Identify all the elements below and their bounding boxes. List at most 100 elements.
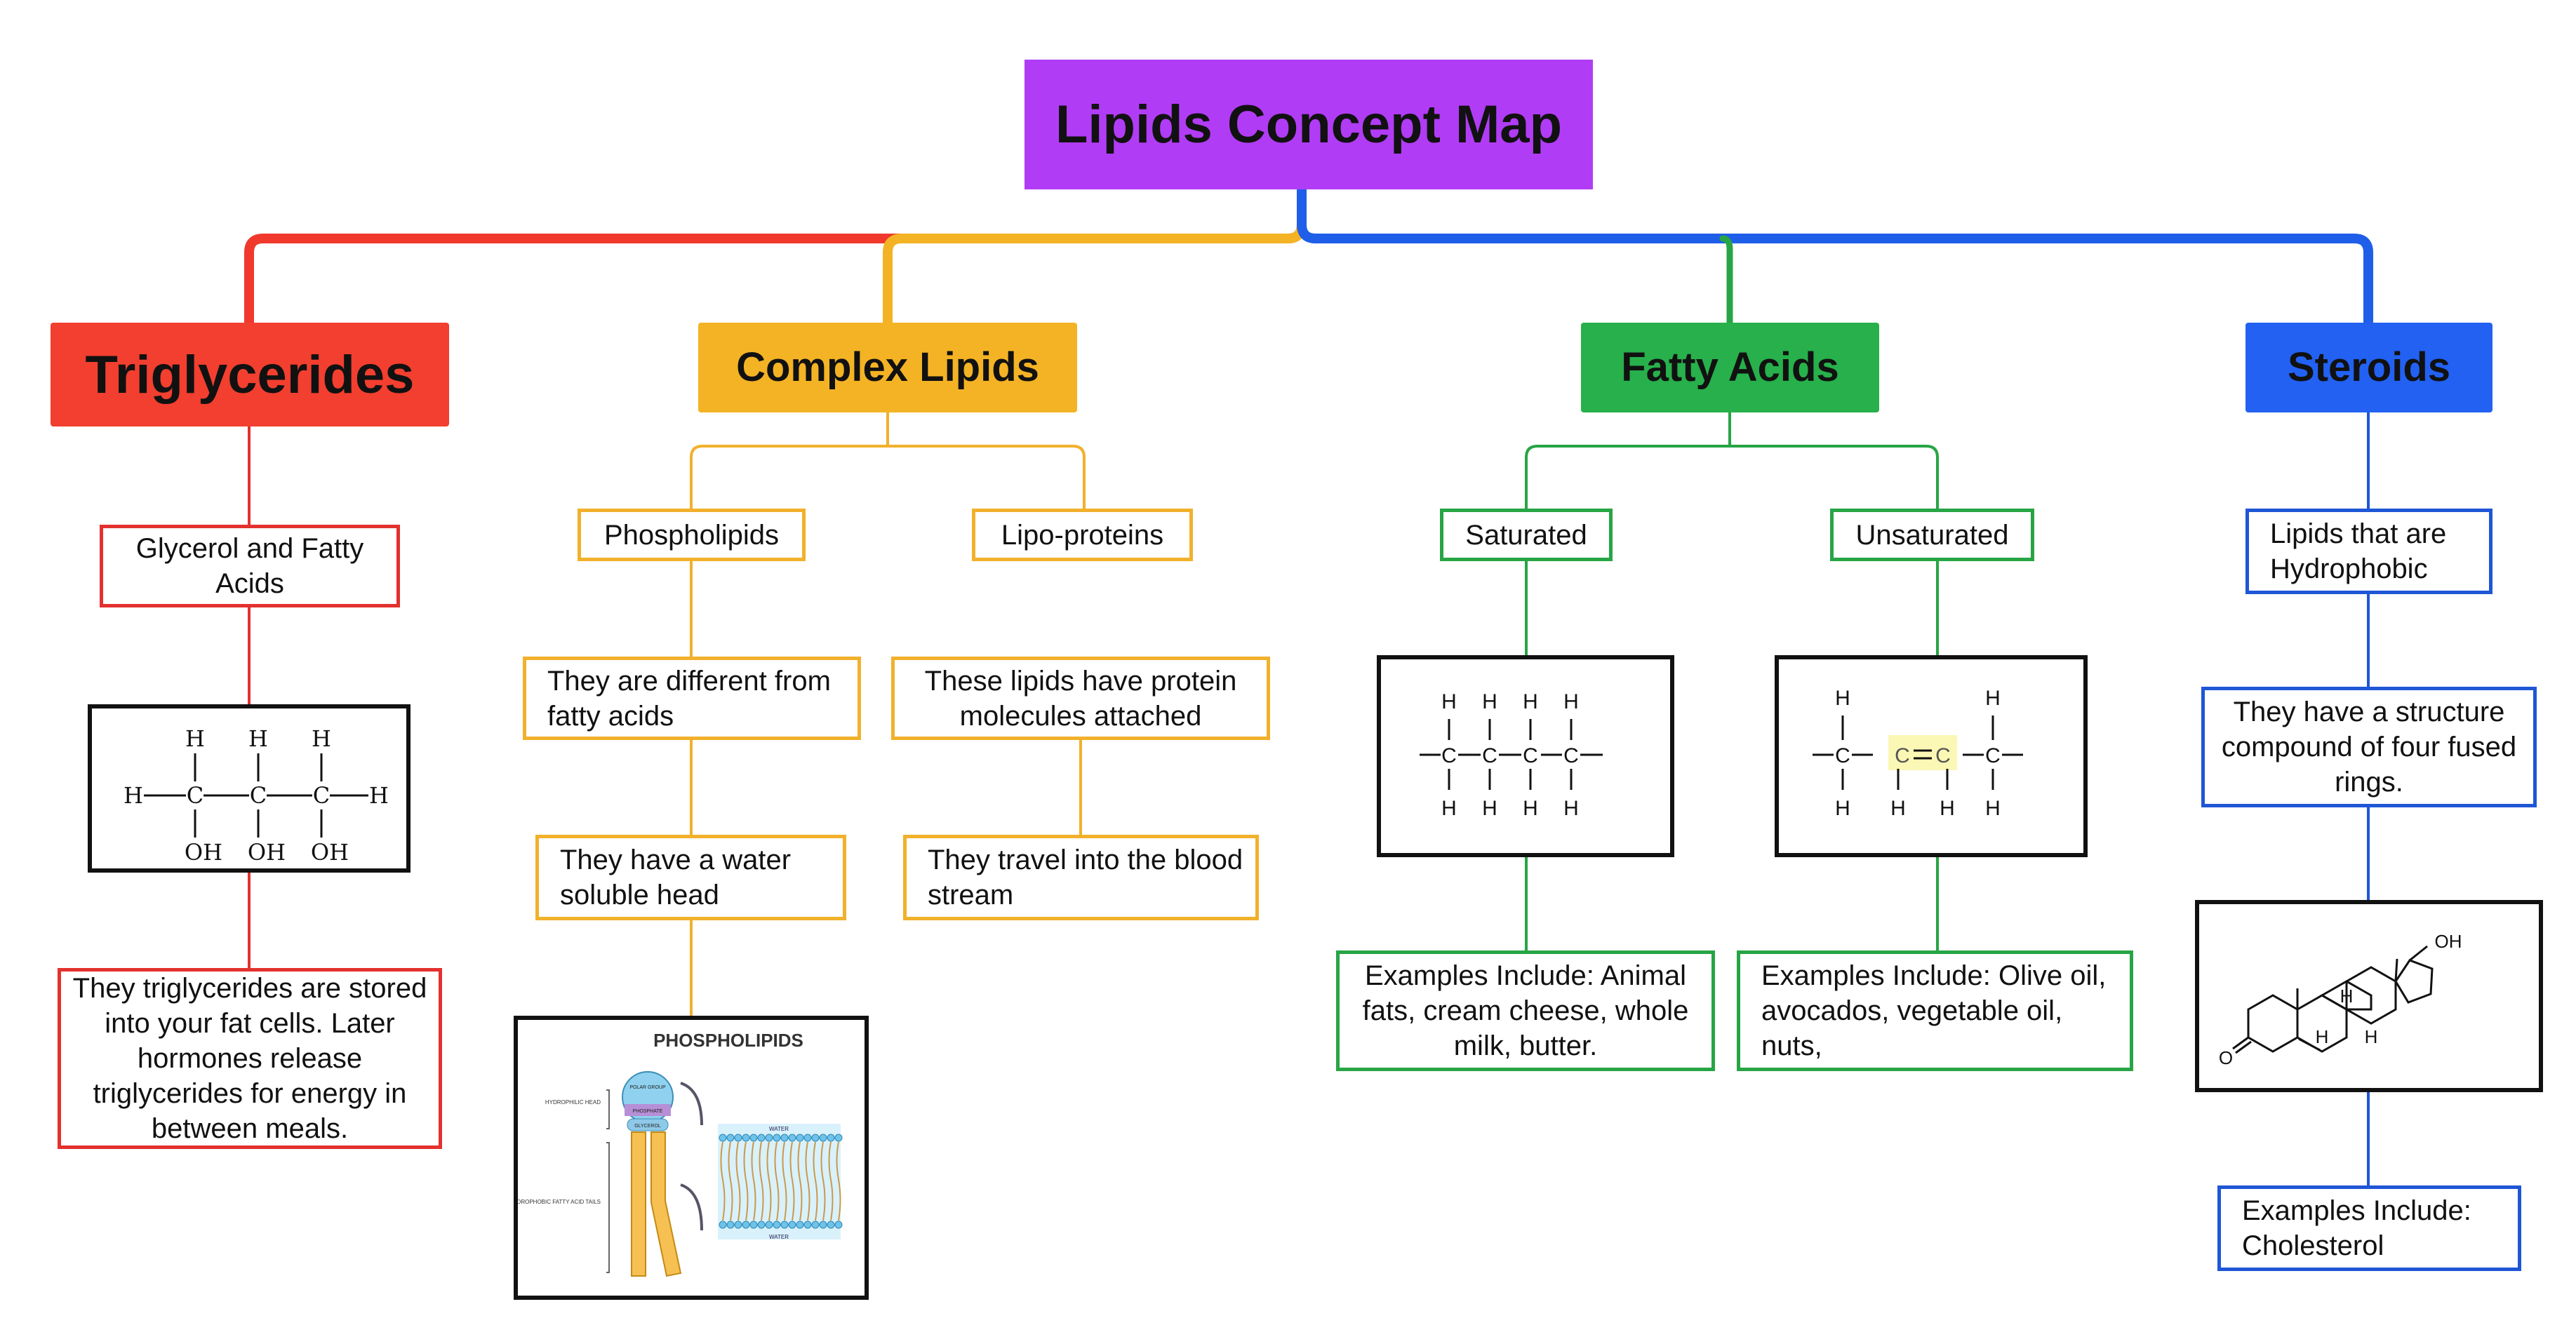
triglycerides-description: They triglycerides are stored into your … xyxy=(72,973,427,1144)
steroid-h-atom: H xyxy=(2340,986,2354,1007)
bilayer-head-circle xyxy=(780,1221,789,1229)
phospholipids-fact1: They are different from fatty acids xyxy=(547,665,831,732)
sat-c-atom: C xyxy=(1563,744,1579,767)
phospholipids-figure-title: PHOSPHOLIPIDS xyxy=(653,1030,803,1051)
sat-c-atom: C xyxy=(1441,744,1457,767)
water-caption-top: WATER xyxy=(769,1126,789,1132)
bilayer-tail xyxy=(743,1141,749,1221)
bilayer-head-circle xyxy=(765,1221,773,1229)
unsaturated-chain-diagram: H H C C C C H H H H xyxy=(1813,687,2023,820)
sat-h-atom: H xyxy=(1523,690,1538,713)
double-bond-highlight xyxy=(1888,735,1957,770)
ketone-oxygen-label: O xyxy=(2219,1047,2233,1068)
glycerol-band xyxy=(627,1118,669,1131)
phospholipid-diagram: PHOSPHOLIPIDS HYDROPHILIC HEAD TWO HYDRO… xyxy=(518,1030,843,1277)
bilayer-head-circle xyxy=(719,1221,727,1229)
saturated-label: Saturated xyxy=(1465,519,1587,551)
unsaturated-label: Unsaturated xyxy=(1855,519,2009,551)
steroid-rings-diagram: OH O H H H xyxy=(2219,931,2462,1068)
steroids-definition: Lipids that are Hydrophobic xyxy=(2270,518,2447,584)
unsat-h-atom: H xyxy=(1940,797,1955,820)
lipoproteins-fact1: These lipids have protein molecules atta… xyxy=(924,665,1237,732)
bilayer-head-circle xyxy=(742,1221,750,1229)
glycerol-oh-group: OH xyxy=(248,839,286,866)
bilayer-head-circle xyxy=(811,1221,820,1229)
bilayer-head-circle xyxy=(749,1221,758,1229)
polar-group-caption: POLAR GROUP xyxy=(629,1085,666,1090)
bilayer-head-circle xyxy=(719,1134,727,1142)
complex-lipids-category: Complex Lipids xyxy=(698,323,1077,412)
steroids-examples: Examples Include: Cholesterol xyxy=(2242,1195,2471,1261)
bilayer-tail xyxy=(828,1141,834,1221)
glycerol-h-atom: H xyxy=(185,725,205,752)
triglycerides-definition-node: Glycerol and Fatty Acids xyxy=(100,525,400,607)
glycerol-structure-figure: H H H H C C C H OH OH OH xyxy=(88,704,411,873)
bilayer-head-circle xyxy=(734,1221,742,1229)
ring-c xyxy=(2345,966,2397,1025)
bilayer-tail xyxy=(766,1141,772,1221)
unsaturated-examples-node: Examples Include: Olive oil, avocados, v… xyxy=(1737,950,2133,1071)
steroid-h-atom: H xyxy=(2365,1026,2378,1047)
phosphate-band xyxy=(625,1104,671,1116)
steroids-structure: They have a structure compound of four f… xyxy=(2221,697,2517,798)
ring-c-link xyxy=(2319,980,2373,1011)
unsaturated-structure-figure: H H C C C C H H H H xyxy=(1775,655,2088,857)
ring-d xyxy=(2394,959,2434,1004)
hydroxyl-label: OH xyxy=(2435,931,2462,952)
triglycerides-category: Triglycerides xyxy=(51,323,449,426)
steroid-molecule-figure: OH O H H H xyxy=(2195,900,2543,1092)
sat-h-atom: H xyxy=(1482,797,1497,820)
triglycerides-label: Triglycerides xyxy=(85,344,415,405)
fatty-acid-tails-caption: TWO HYDROPHOBIC FATTY ACID TAILS xyxy=(518,1199,601,1205)
bilayer-tail xyxy=(836,1141,841,1221)
glycerol-c-atom: C xyxy=(313,782,330,809)
glycerol-caption: GLYCEROL xyxy=(634,1124,661,1129)
sat-c-atom: C xyxy=(1482,744,1497,767)
saturated-structure-figure: H H H H C C C C H H H H xyxy=(1377,655,1674,857)
bilayer-head-circle xyxy=(803,1221,812,1229)
sat-h-atom: H xyxy=(1523,797,1538,820)
lipoproteins-node: Lipo-proteins xyxy=(972,509,1193,561)
callout-arrows xyxy=(680,1082,703,1231)
triglycerides-definition: Glycerol and Fatty Acids xyxy=(135,533,364,599)
bilayer-head-circle xyxy=(788,1221,796,1229)
lipoproteins-fact1-node: These lipids have protein molecules atta… xyxy=(891,657,1270,740)
phospholipids-figure: PHOSPHOLIPIDS HYDROPHILIC HEAD TWO HYDRO… xyxy=(514,1016,869,1300)
unsat-c-atom: C xyxy=(1935,744,1951,767)
bilayer-head-circle xyxy=(773,1221,781,1229)
bilayer-tail xyxy=(728,1141,733,1221)
bilayer-head-circle xyxy=(726,1134,735,1142)
bilayer-head-circle xyxy=(726,1221,735,1229)
complex-lipids-label: Complex Lipids xyxy=(736,344,1039,390)
bilayer-tail xyxy=(813,1141,818,1221)
steroids-label: Steroids xyxy=(2287,344,2451,390)
bilayer-tail xyxy=(759,1141,764,1221)
phospholipids-fact1-node: They are different from fatty acids xyxy=(523,657,861,740)
unsat-c-atom: C xyxy=(1985,744,2001,767)
bilayer-head-circle xyxy=(757,1134,766,1142)
steroid-h-atom: H xyxy=(2316,1026,2329,1047)
bilayer-head-circle xyxy=(803,1134,812,1142)
bilayer-head-circle xyxy=(834,1134,843,1142)
bilayer-tail xyxy=(720,1141,726,1221)
glycerol-c-atom: C xyxy=(250,782,267,809)
hydrophilic-head-caption: HYDROPHILIC HEAD xyxy=(545,1099,601,1106)
bilayer-head-circle xyxy=(742,1134,750,1142)
glycerol-h-atom: H xyxy=(124,782,143,809)
bilayer-head-circle xyxy=(780,1134,789,1142)
sat-c-atom: C xyxy=(1523,744,1538,767)
glycerol-h-atom: H xyxy=(369,782,389,809)
bilayer-head-circle xyxy=(796,1134,804,1142)
bilayer-head-circle xyxy=(827,1134,835,1142)
fatty-acids-category: Fatty Acids xyxy=(1581,323,1879,412)
steroids-structure-node: They have a structure compound of four f… xyxy=(2201,687,2537,807)
sat-h-atom: H xyxy=(1441,690,1457,713)
saturated-node: Saturated xyxy=(1440,509,1613,561)
fatty-acids-label: Fatty Acids xyxy=(1621,344,1839,390)
unsat-h-atom: H xyxy=(1985,797,2001,820)
lipoproteins-fact2: They travel into the blood stream xyxy=(928,845,1243,910)
concept-map-title: Lipids Concept Map xyxy=(1025,60,1593,189)
bilayer-head-circle xyxy=(765,1134,773,1142)
bilayer-head-circle xyxy=(819,1221,827,1229)
